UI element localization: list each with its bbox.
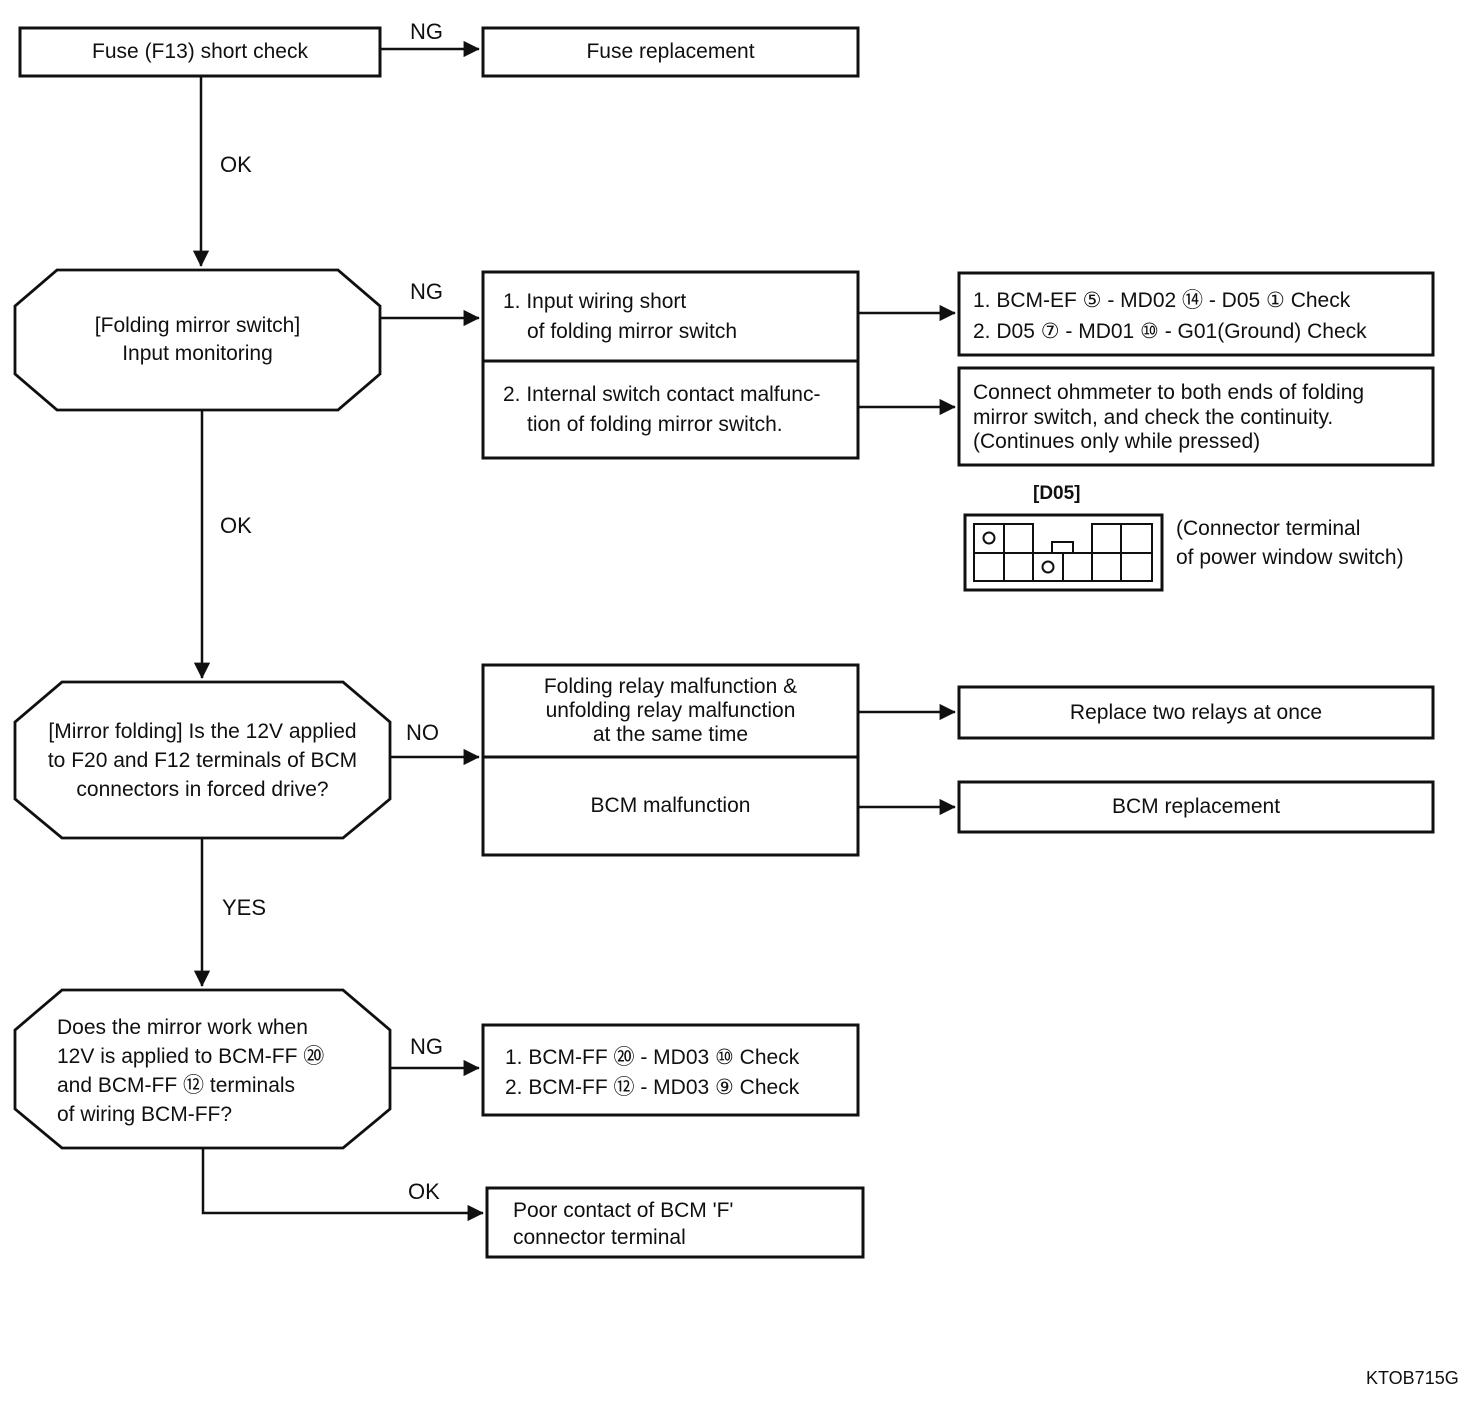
cause-contact-line1: 2. Internal switch contact malfunc-: [503, 383, 821, 406]
poor-contact-label: Poor contact of BCM 'F' connector termin…: [513, 1197, 733, 1251]
connector-cell: [1062, 552, 1093, 582]
connector-terminal-diagram: [963, 513, 1164, 592]
figure-code: KTOB715G: [1366, 1368, 1459, 1388]
box-causes-switch: [481, 270, 860, 460]
cause-wiring-short-line1: 1. Input wiring short: [503, 290, 687, 313]
check-ohmmeter-line3: (Continues only while pressed): [973, 430, 1261, 453]
input-monitoring-label: [Folding mirror switch] Input monitoring: [15, 270, 380, 410]
connector-cell: [1120, 552, 1153, 582]
check-ohmmeter-line2: mirror switch, and check the continuity.: [973, 405, 1334, 429]
octagon-mirror-folding-question: [13, 680, 392, 840]
box-fuse-check: [18, 26, 382, 78]
connector-note-line2: of power window switch): [1176, 546, 1404, 569]
edge-label-ng-1: NG: [410, 19, 443, 44]
box-fuse-replacement: [481, 26, 860, 78]
arrow-mirrorwork-ok-elbow: [201, 1148, 484, 1222]
connector-cell: [1091, 523, 1122, 554]
check-wiring-line1: 1. BCM-EF ⑤ - MD02 ⑭ - D05 ① Check: [973, 289, 1351, 312]
mirror-work-question-line2: 12V is applied to BCM-FF ⑳: [57, 1045, 325, 1068]
cause-contact-line2: tion of folding mirror switch.: [527, 413, 783, 436]
box-check-ohmmeter: [957, 366, 1435, 467]
mirror-work-question-line3: and BCM-FF ⑫ terminals: [57, 1074, 296, 1097]
relay-malfunction-label: Folding relay malfunction & unfolding re…: [483, 665, 858, 757]
fuse-check-text: Fuse (F13) short check: [92, 40, 308, 63]
edge-label-ng-2: NG: [410, 279, 443, 304]
connector-pin-marker: [982, 531, 996, 545]
box-replace-relays: [957, 685, 1435, 740]
replace-relays-label: Replace two relays at once: [959, 687, 1433, 738]
edge-label-ok-1: OK: [220, 152, 252, 177]
mirror-folding-question-line2: to F20 and F12 terminals of BCM: [47, 748, 358, 772]
poor-contact-line2: connector terminal: [513, 1226, 686, 1249]
mirror-folding-question-line1: [Mirror folding] Is the 12V applied: [48, 719, 357, 743]
mirror-folding-question-line3: connectors in forced drive?: [76, 777, 329, 801]
connector-title: [D05]: [1033, 483, 1081, 504]
connector-cell: [1003, 523, 1034, 554]
box-relay-bcm-malfunction: [481, 663, 860, 857]
bcm-replacement-label: BCM replacement: [959, 782, 1433, 832]
box-check-wiring: [957, 271, 1435, 357]
octagon-mirror-work-question: [13, 988, 392, 1150]
connector-cell: [973, 552, 1005, 582]
cause-wiring-short-label: 1. Input wiring short of folding mirror …: [503, 287, 737, 347]
fuse-replacement-text: Fuse replacement: [586, 40, 755, 63]
check-wiring-line2: 2. D05 ⑦ - MD01 ⑩ - G01(Ground) Check: [973, 320, 1367, 343]
connector-key-tab: [1051, 541, 1074, 554]
relay-malfunction-line2: unfolding relay malfunction: [545, 699, 796, 722]
bcm-malfunction-text: BCM malfunction: [590, 794, 751, 817]
check-ohmmeter-line1: Connect ohmmeter to both ends of folding: [973, 381, 1365, 404]
edge-label-ng-3: NG: [410, 1034, 443, 1059]
poor-contact-line1: Poor contact of BCM 'F': [513, 1199, 734, 1222]
edge-label-yes: YES: [222, 895, 267, 920]
fuse-replacement-label: Fuse replacement: [483, 28, 858, 76]
fuse-check-label: Fuse (F13) short check: [20, 28, 380, 76]
check-wiring-label: 1. BCM-EF ⑤ - MD02 ⑭ - D05 ① Check 2. D0…: [973, 285, 1367, 347]
input-monitoring-line1: [Folding mirror switch]: [94, 314, 301, 337]
check-bcm-ff-line1: 1. BCM-FF ⑳ - MD03 ⑩ Check: [505, 1046, 800, 1069]
check-bcm-ff-line2: 2. BCM-FF ⑫ - MD03 ⑨ Check: [505, 1076, 800, 1099]
box-check-bcm-ff: [481, 1023, 860, 1117]
input-monitoring-line2: Input monitoring: [122, 342, 273, 365]
connector-cell: [1120, 523, 1153, 554]
mirror-work-question-line4: of wiring BCM-FF?: [57, 1103, 233, 1126]
connector-note: (Connector terminal of power window swit…: [1176, 514, 1404, 572]
mirror-work-question-line1: Does the mirror work when: [57, 1016, 308, 1039]
box-poor-contact: [485, 1186, 865, 1259]
check-bcm-ff-label: 1. BCM-FF ⑳ - MD03 ⑩ Check 2. BCM-FF ⑫ -…: [505, 1043, 799, 1103]
edge-label-no: NO: [406, 720, 439, 745]
edge-label-ok-3: OK: [408, 1179, 440, 1204]
bcm-replacement-text: BCM replacement: [1111, 795, 1281, 818]
octagon-input-monitoring: [13, 268, 382, 412]
mirror-folding-question-label: [Mirror folding] Is the 12V applied to F…: [15, 682, 390, 838]
check-ohmmeter-label: Connect ohmmeter to both ends of folding…: [973, 381, 1364, 455]
box-bcm-replacement: [957, 780, 1435, 834]
relay-malfunction-line1: Folding relay malfunction &: [543, 675, 798, 698]
connector-note-line1: (Connector terminal: [1176, 517, 1361, 540]
bcm-malfunction-label: BCM malfunction: [483, 757, 858, 855]
cause-contact-label: 2. Internal switch contact malfunc- tion…: [503, 380, 820, 440]
connector-cell: [1091, 552, 1122, 582]
connector-cell: [973, 523, 1005, 554]
connector-pin-marker: [1041, 560, 1055, 574]
relay-malfunction-line3: at the same time: [592, 723, 749, 746]
mirror-work-question-label: Does the mirror work when 12V is applied…: [57, 1013, 324, 1129]
edge-label-ok-2: OK: [220, 513, 252, 538]
cause-wiring-short-line2: of folding mirror switch: [527, 320, 738, 343]
replace-relays-text: Replace two relays at once: [1069, 700, 1323, 724]
connector-cell: [1032, 552, 1064, 582]
connector-cell: [1003, 552, 1034, 582]
